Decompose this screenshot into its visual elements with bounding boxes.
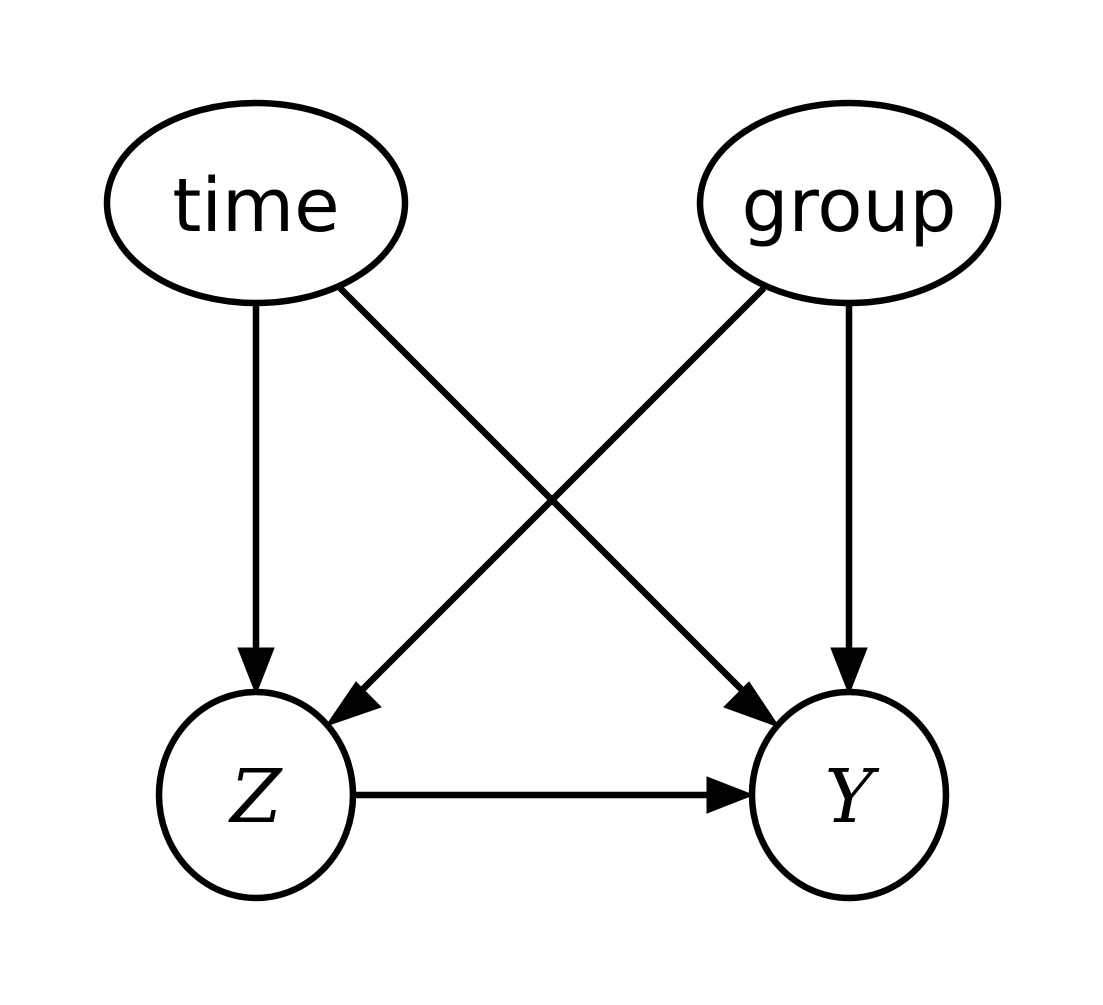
node-Y[interactable]: Y	[748, 688, 950, 902]
arrowhead-time-to-Y	[723, 681, 781, 728]
edge-time-to-Z[interactable]	[237, 303, 275, 696]
node-Z[interactable]: Z	[155, 688, 357, 902]
node-time-label: time	[172, 163, 339, 249]
edge-line-group-to-Z	[336, 285, 767, 716]
edge-group	[237, 285, 868, 814]
node-group: time group Z Y	[103, 99, 1002, 902]
arrowhead-time-to-Z	[237, 647, 275, 696]
node-time[interactable]: time	[103, 99, 409, 307]
arrowhead-Z-to-Y	[706, 776, 755, 814]
edge-group-to-Z[interactable]	[324, 285, 767, 727]
arrowhead-group-to-Y	[830, 647, 868, 696]
node-Y-circle	[748, 688, 950, 902]
node-Z-label: Z	[228, 754, 283, 840]
node-group-ellipse	[696, 99, 1002, 307]
edge-time-to-Y[interactable]	[337, 285, 781, 728]
node-group-label: group	[742, 163, 957, 249]
node-group-var[interactable]: group	[696, 99, 1002, 307]
node-time-ellipse	[103, 99, 409, 307]
node-Y-label: Y	[825, 754, 880, 840]
edge-Z-to-Y[interactable]	[353, 776, 755, 814]
edge-group-to-Y[interactable]	[830, 303, 868, 696]
node-Z-circle	[155, 688, 357, 902]
arrowhead-group-to-Z	[324, 681, 382, 727]
